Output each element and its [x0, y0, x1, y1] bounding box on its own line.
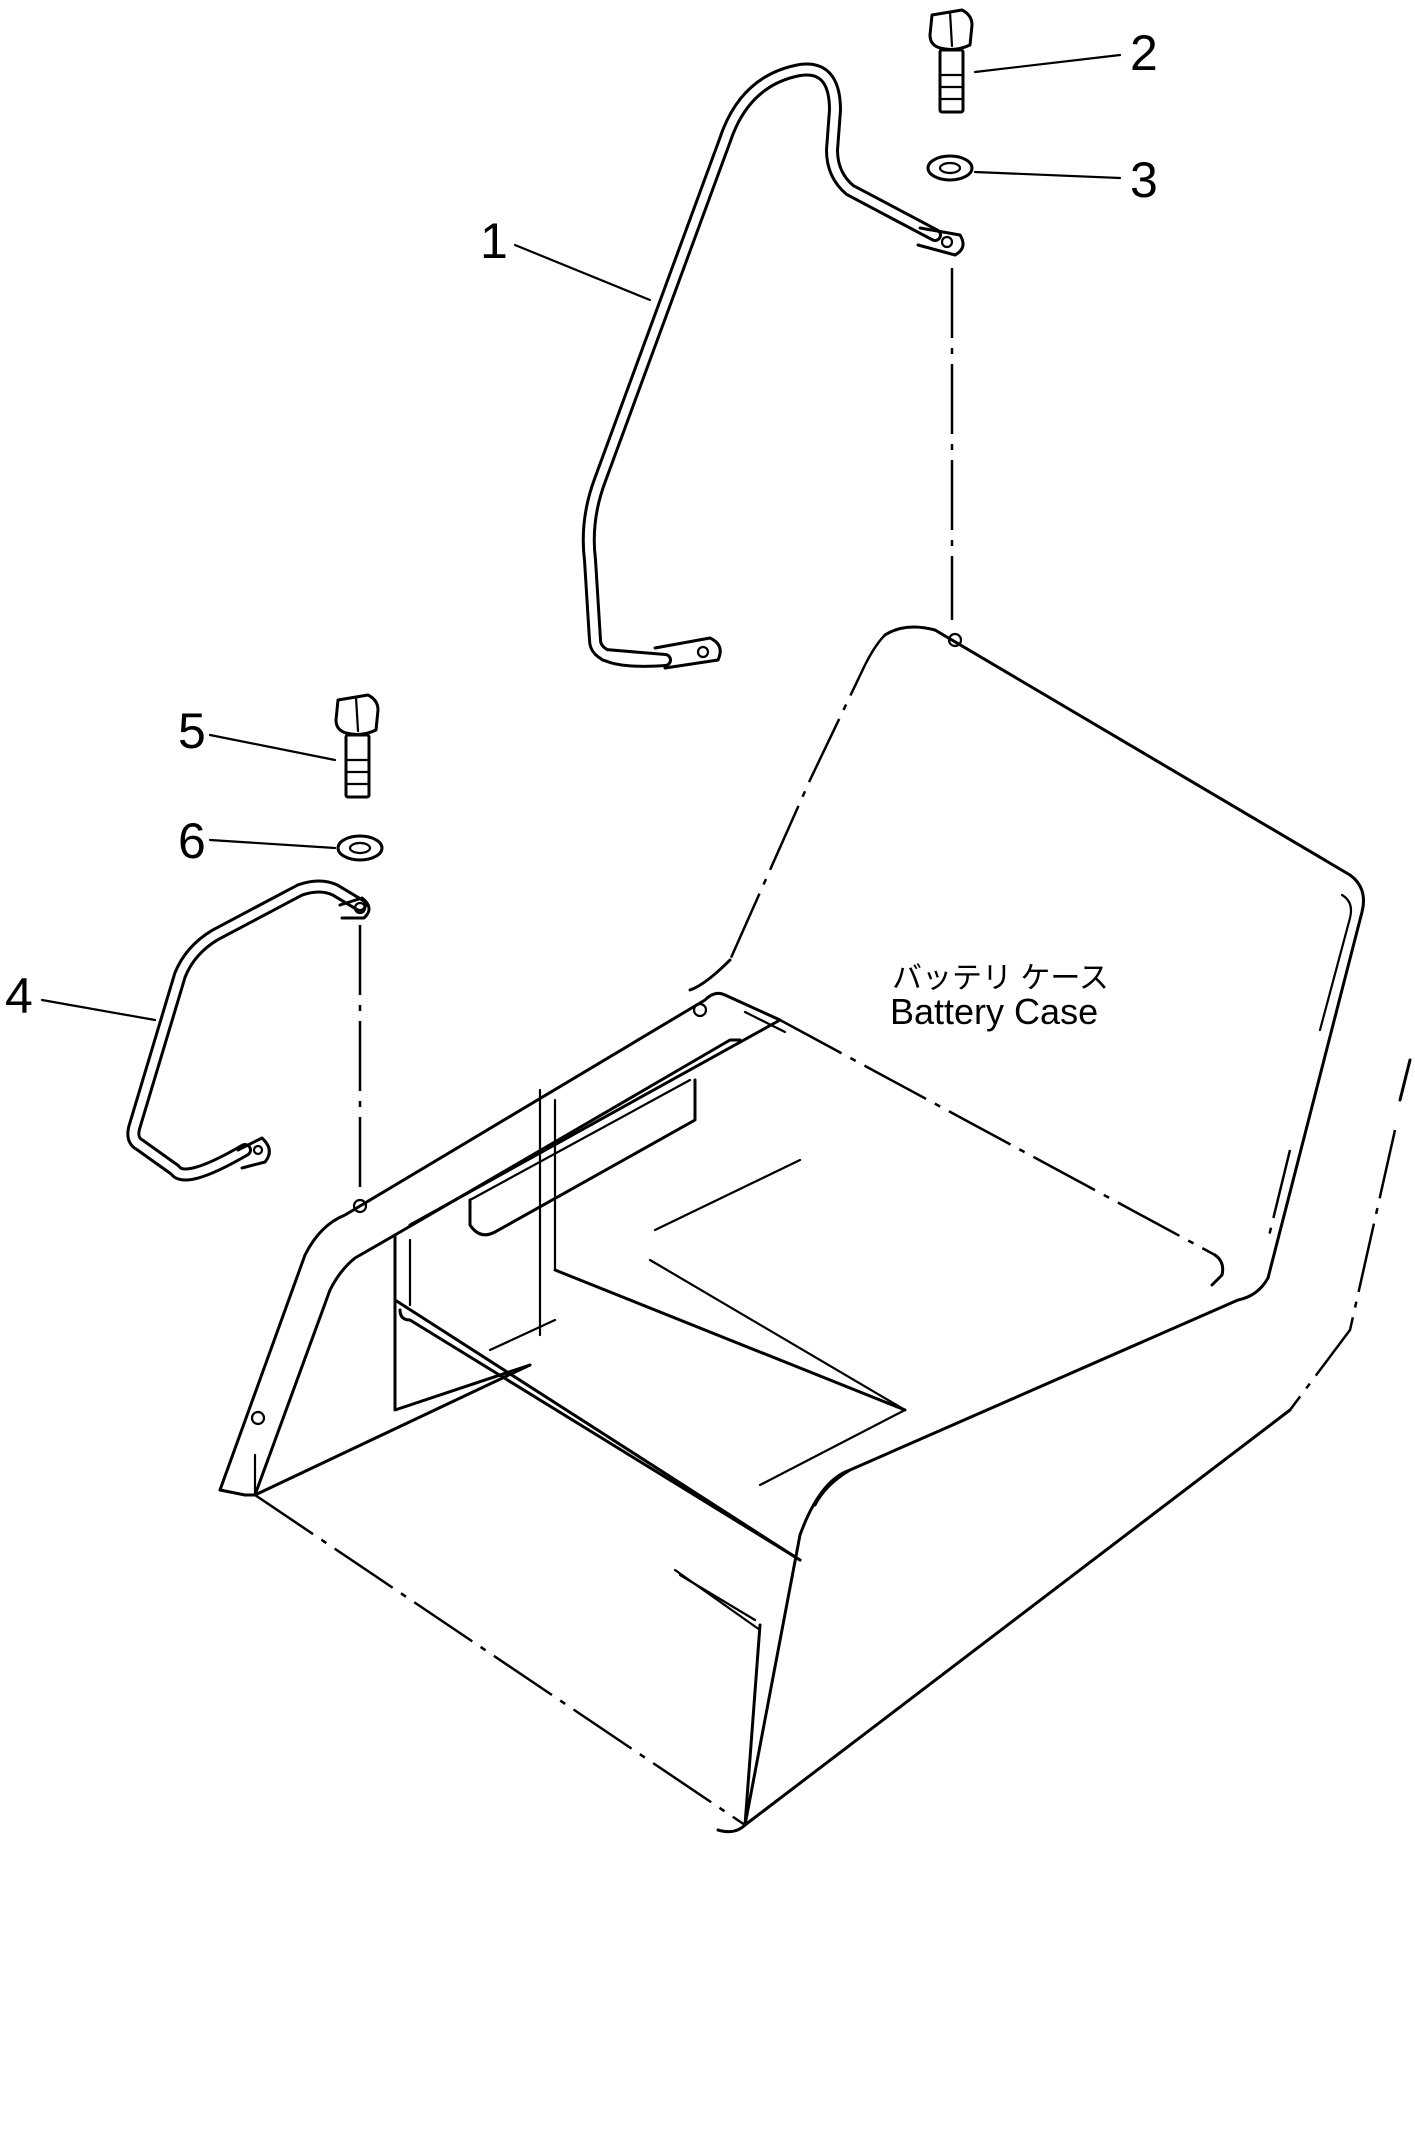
battery-case-label-japanese: バッテリ ケース — [892, 962, 1109, 995]
washer-3 — [926, 154, 974, 182]
bolt-2 — [928, 8, 974, 114]
callout-4: 4 — [5, 968, 33, 1024]
washer-6 — [336, 834, 384, 862]
battery-case-label-english: Battery Case — [890, 991, 1098, 1032]
handrail-small — [126, 879, 371, 1182]
bolt-5 — [334, 693, 380, 799]
assembly-center-lines — [358, 268, 954, 1190]
callout-2: 2 — [1130, 25, 1158, 81]
callout-6: 6 — [178, 813, 206, 869]
leader-lines — [40, 53, 1122, 1022]
handrail-large — [581, 62, 965, 670]
callout-1: 1 — [480, 213, 508, 269]
callout-numbers: 1 2 3 4 5 6 — [5, 25, 1158, 1024]
callout-3: 3 — [1130, 152, 1158, 208]
callout-5: 5 — [178, 703, 206, 759]
battery-case — [218, 625, 1412, 1834]
battery-case-label: バッテリ ケース Battery Case — [890, 962, 1109, 1032]
